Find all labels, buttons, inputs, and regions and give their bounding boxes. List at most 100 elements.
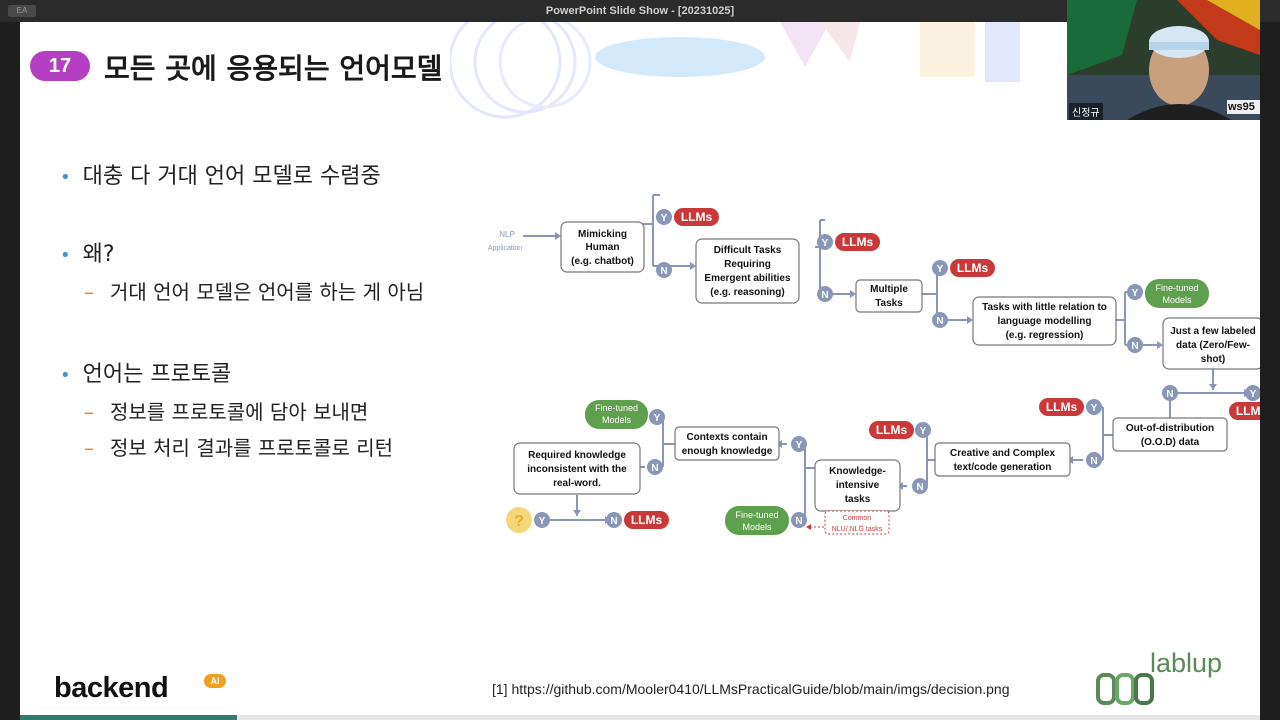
lablup-logo-text: lablup [1150,648,1223,678]
svg-text:N: N [916,482,923,493]
svg-text:enough knowledge: enough knowledge [682,446,773,457]
start-label-1: NLP [499,230,515,239]
llms-tag: LLMs [624,511,669,529]
decision-n: N [647,459,663,475]
reference-link[interactable]: [1] https://github.com/Mooler0410/LLMsPr… [492,681,1010,697]
svg-text:N: N [795,516,802,527]
bullet-2-text: 왜? [82,242,115,267]
svg-text:Knowledge-: Knowledge- [829,466,886,477]
svg-text:text/code generation: text/code generation [954,462,1052,473]
decision-y: Y [817,234,833,250]
svg-text:Y: Y [1132,288,1139,299]
svg-text:Contexts contain: Contexts contain [686,432,767,443]
decision-n: N [1127,337,1143,353]
slide-progress-bar [20,715,1260,720]
decision-n: N [817,286,833,302]
decision-n: N [656,262,672,278]
svg-text:Y: Y [796,440,803,451]
svg-text:Y: Y [920,426,927,437]
node-knowledge-intensive: Knowledge- intensive tasks [814,459,901,512]
slide-progress-fill [20,715,237,720]
svg-text:(O.O.D) data: (O.O.D) data [1141,437,1200,448]
svg-text:LLMs: LLMs [631,513,663,527]
decision-y: Y [1086,399,1102,415]
svg-text:Models: Models [1162,295,1192,305]
llms-tag: LLMs [835,233,880,251]
decision-n: N [606,512,622,528]
svg-text:shot): shot) [1201,354,1225,365]
svg-text:Fine-tuned: Fine-tuned [1155,283,1198,293]
window-title-bar: EA PowerPoint Slide Show - [20231025] [0,0,1280,22]
bullet-3-text: 언어는 프로토콜 [82,362,232,387]
svg-text:Tasks with little relation to: Tasks with little relation to [982,302,1107,313]
slide-number-badge: 17 [30,51,90,81]
svg-text:Models: Models [602,415,632,425]
node-little-relation: Tasks with little relation to language m… [972,296,1117,346]
svg-text:Y: Y [1250,389,1257,400]
svg-text:Human: Human [586,242,620,253]
svg-text:(e.g. chatbot): (e.g. chatbot) [571,256,634,267]
svg-text:Y: Y [937,264,944,275]
svg-text:N: N [936,316,943,327]
svg-text:Creative and Complex: Creative and Complex [950,448,1055,459]
llms-tag: LLMs [1039,398,1084,416]
llms-tag: LLMs [869,421,914,439]
llms-tag: LLMs [674,208,719,226]
ai-badge: AI [204,674,226,688]
svg-text:Fine-tuned: Fine-tuned [735,510,778,520]
svg-text:LLMs: LLMs [842,235,874,249]
llms-tag: LLMs [950,259,995,277]
svg-text:Emergent abilities: Emergent abilities [704,273,791,284]
start-label-2: Application [488,245,522,252]
svg-text:Requiring: Requiring [724,259,771,270]
llm-decision-flowchart: NLP Application Mimicking Human (e.g. ch… [488,194,1260,535]
node-required-knowledge: Required knowledge inconsistent with the… [513,442,641,495]
backend-logo: backend [54,672,169,704]
svg-text:Multiple: Multiple [870,284,908,295]
svg-text:?: ? [514,513,524,530]
svg-text:Y: Y [661,213,668,224]
svg-text:real-word.: real-word. [553,478,601,489]
node-multiple-tasks: Multiple Tasks [855,279,923,313]
decision-n: N [791,512,807,528]
svg-text:N: N [1131,341,1138,352]
bullet-3: •언어는 프로토콜 [60,362,232,387]
slide-canvas: 17 모든 곳에 응용되는 언어모델 •대충 다 거대 언어 모델로 수렴중 •… [20,22,1260,715]
llms-tag: LLMs [1229,402,1260,420]
node-contexts-knowledge: Contexts contain enough knowledge [674,426,780,461]
slide-title: 모든 곳에 응용되는 언어모델 [104,52,443,85]
svg-text:N: N [1090,456,1097,467]
decision-n: N [1086,452,1102,468]
svg-text:language modelling: language modelling [998,316,1092,327]
svg-text:Y: Y [1091,403,1098,414]
bullet-1-text: 대충 다 거대 언어 모델로 수렴중 [82,164,381,189]
svg-text:Difficult Tasks: Difficult Tasks [714,245,782,256]
svg-text:data (Zero/Few-: data (Zero/Few- [1176,340,1250,351]
svg-text:N: N [821,290,828,301]
bullet-2: •왜? [60,242,115,267]
svg-text:Mimicking: Mimicking [578,229,627,240]
svg-text:Y: Y [654,413,661,424]
sub-bullet-2-1: –거대 언어 모델은 언어를 하는 게 아님 [84,280,425,304]
svg-text:Out-of-distribution: Out-of-distribution [1126,423,1214,434]
node-creative-complex: Creative and Complex text/code generatio… [934,442,1071,477]
svg-text:N: N [1166,389,1173,400]
sub-bullet-3-1-text: 정보를 프로토콜에 담아 보내면 [110,400,369,424]
svg-text:Just a few labeled: Just a few labeled [1170,326,1256,337]
svg-text:Y: Y [539,516,546,527]
sub-bullet-2-1-text: 거대 언어 모델은 언어를 하는 게 아님 [110,280,425,304]
svg-text:N: N [651,463,658,474]
decision-y: Y [649,409,665,425]
svg-text:Required knowledge: Required knowledge [528,450,626,461]
lablup-logo-icon [1096,673,1154,705]
svg-text:Y: Y [822,238,829,249]
sub-bullet-3-2: –정보 처리 결과를 프로토콜로 리턴 [84,436,394,460]
decision-y: Y [791,436,807,452]
decision-n: N [932,312,948,328]
svg-text:LLMs: LLMs [876,423,908,437]
node-difficult-tasks: Difficult Tasks Requiring Emergent abili… [695,238,800,304]
svg-text:NLU/ NLG tasks: NLU/ NLG tasks [832,526,883,533]
window-menu-button[interactable]: EA [8,5,36,17]
svg-text:N: N [610,516,617,527]
